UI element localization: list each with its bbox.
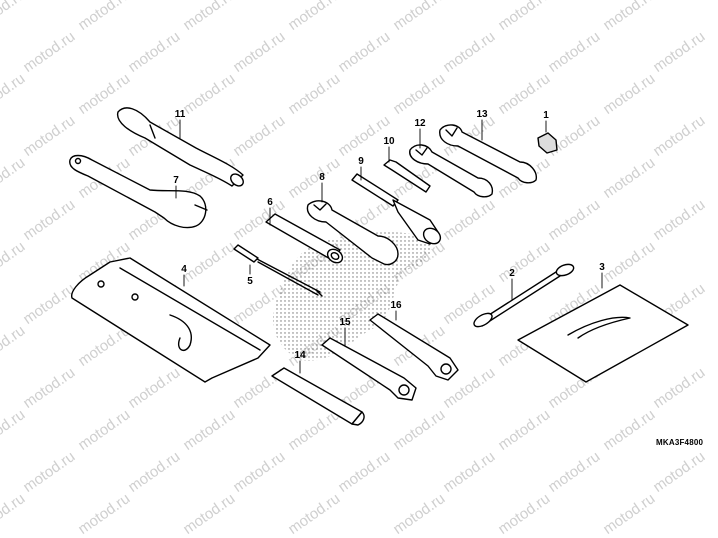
callout-10: 10 <box>383 136 395 147</box>
hex-key-part-10 <box>383 159 431 193</box>
screwdriver-part-5 <box>233 244 323 297</box>
callout-15: 15 <box>339 317 351 328</box>
bag-part-3 <box>517 284 689 383</box>
callout-8: 8 <box>319 172 325 183</box>
wrench-part-12 <box>409 144 494 198</box>
grip-bar-part-14 <box>271 367 365 426</box>
wrench-part-13 <box>439 124 537 184</box>
extension-socket-part-6 <box>265 213 344 264</box>
callout-1: 1 <box>543 110 549 121</box>
leader-lines <box>175 119 603 374</box>
callout-2: 2 <box>509 268 515 279</box>
callout-9: 9 <box>358 156 364 167</box>
callout-13: 13 <box>476 109 488 120</box>
handle-part-11 <box>116 107 244 187</box>
tool-pouch-part-4 <box>71 257 271 383</box>
callout-12: 12 <box>414 118 426 129</box>
callout-7: 7 <box>173 175 179 186</box>
callout-4: 4 <box>181 264 187 275</box>
box-wrench-part-15 <box>321 337 417 401</box>
socket-wrench-part-9 <box>351 173 442 245</box>
box-wrench-part-16 <box>369 313 459 381</box>
wrench-part-8 <box>306 200 399 266</box>
plug-part-1 <box>537 132 558 154</box>
callout-3: 3 <box>599 262 605 273</box>
callout-14: 14 <box>294 350 306 361</box>
callout-11: 11 <box>175 109 186 120</box>
diagram-code: MKA3F4800 <box>656 438 704 447</box>
callout-5: 5 <box>247 276 253 287</box>
callout-16: 16 <box>390 300 402 311</box>
pin-spanner-part-7 <box>69 154 208 229</box>
cable-part-2 <box>473 263 575 328</box>
callout-6: 6 <box>267 197 273 208</box>
